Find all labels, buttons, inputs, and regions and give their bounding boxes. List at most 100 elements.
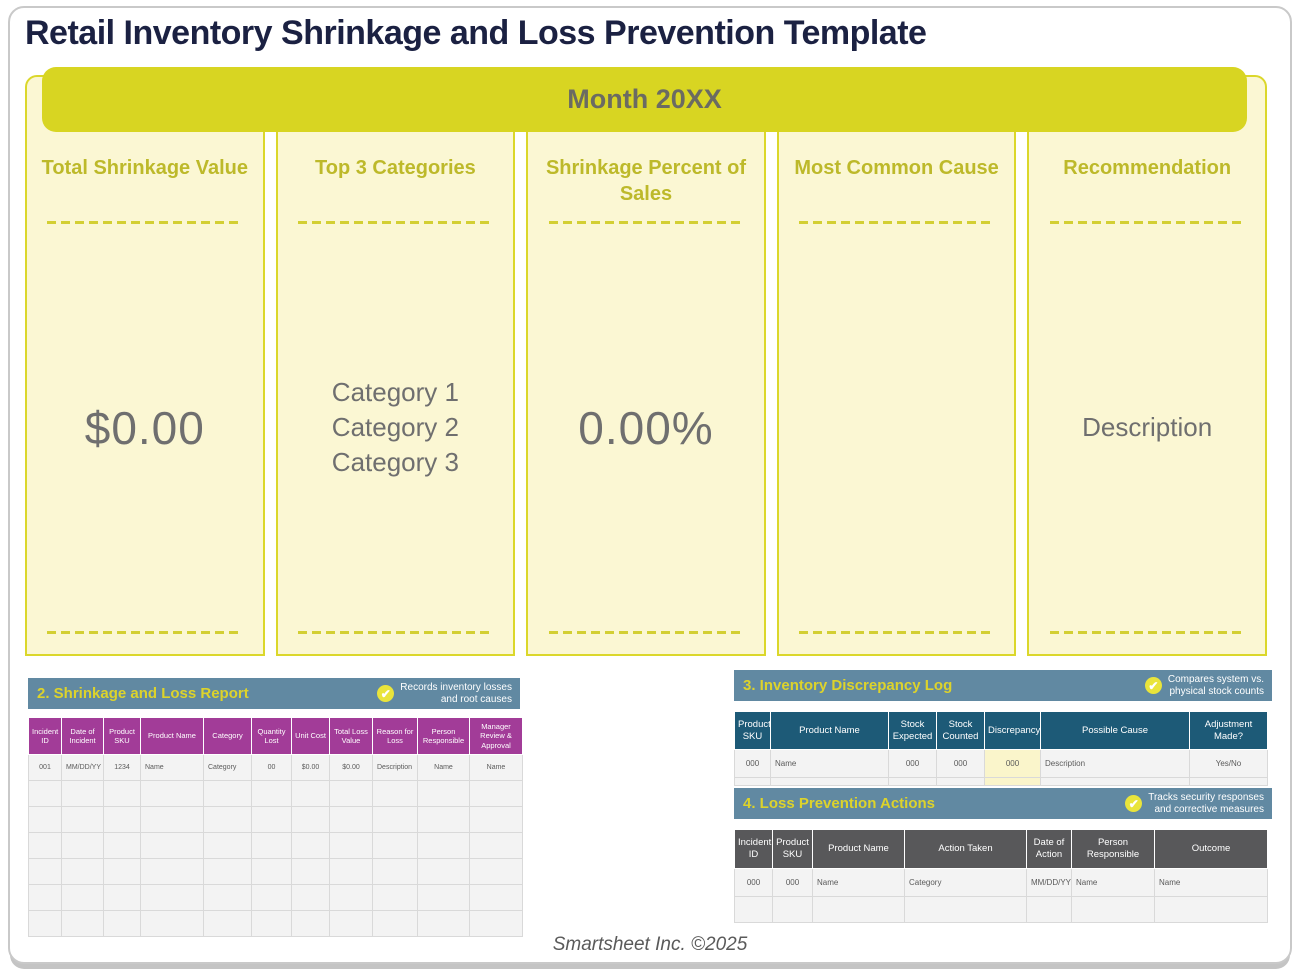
empty-cell[interactable] [984,777,1041,786]
empty-cell[interactable] [61,858,104,885]
cell[interactable]: 001 [28,754,62,781]
empty-cell[interactable] [734,777,771,786]
empty-cell[interactable] [329,806,373,833]
empty-cell[interactable] [291,806,330,833]
empty-cell[interactable] [372,858,418,885]
cell[interactable]: 000 [936,749,985,778]
empty-cell[interactable] [203,910,252,937]
empty-cell[interactable] [734,896,773,923]
empty-cell[interactable] [469,910,523,937]
card-value-area[interactable]: $0.00 [39,224,251,631]
empty-cell[interactable] [203,780,252,807]
cell[interactable]: Name [469,754,523,781]
empty-cell[interactable] [417,832,470,859]
cell[interactable]: Category [203,754,252,781]
empty-cell[interactable] [28,858,62,885]
empty-cell[interactable] [772,896,813,923]
cell[interactable]: MM/DD/YY [61,754,104,781]
empty-cell[interactable] [329,858,373,885]
empty-cell[interactable] [28,910,62,937]
empty-cell[interactable] [417,780,470,807]
empty-cell[interactable] [251,780,292,807]
cell[interactable]: 000 [772,868,813,897]
empty-cell[interactable] [469,780,523,807]
empty-cell[interactable] [251,832,292,859]
empty-cell[interactable] [103,884,141,911]
empty-cell[interactable] [28,884,62,911]
empty-cell[interactable] [61,884,104,911]
empty-cell[interactable] [417,910,470,937]
empty-cell[interactable] [28,832,62,859]
empty-cell[interactable] [291,884,330,911]
empty-cell[interactable] [372,806,418,833]
empty-cell[interactable] [329,910,373,937]
empty-cell[interactable] [203,806,252,833]
card-value-area[interactable]: 0.00% [540,224,752,631]
card-value-area[interactable] [791,224,1003,631]
empty-cell[interactable] [469,884,523,911]
cell[interactable]: Name [770,749,889,778]
empty-cell[interactable] [1026,896,1072,923]
empty-cell[interactable] [372,884,418,911]
empty-cell[interactable] [61,910,104,937]
empty-cell[interactable] [28,806,62,833]
empty-cell[interactable] [140,858,204,885]
empty-cell[interactable] [140,832,204,859]
empty-cell[interactable] [203,832,252,859]
empty-cell[interactable] [103,832,141,859]
empty-cell[interactable] [1189,777,1268,786]
empty-cell[interactable] [203,858,252,885]
empty-cell[interactable] [251,884,292,911]
empty-cell[interactable] [203,884,252,911]
cell[interactable]: Yes/No [1189,749,1268,778]
card-value-area[interactable]: Description [1041,224,1253,631]
empty-cell[interactable] [61,806,104,833]
card-value[interactable]: Category 1 Category 2 Category 3 [331,376,459,478]
empty-cell[interactable] [417,806,470,833]
empty-cell[interactable] [329,780,373,807]
cell[interactable]: 000 [888,749,937,778]
cell[interactable]: $0.00 [329,754,373,781]
empty-cell[interactable] [251,806,292,833]
empty-cell[interactable] [469,858,523,885]
cell[interactable]: Name [417,754,470,781]
empty-cell[interactable] [770,777,889,786]
cell[interactable]: Name [1154,868,1268,897]
cell[interactable]: Description [372,754,418,781]
empty-cell[interactable] [291,832,330,859]
empty-cell[interactable] [469,832,523,859]
empty-cell[interactable] [140,780,204,807]
empty-cell[interactable] [103,780,141,807]
empty-cell[interactable] [417,858,470,885]
cell[interactable]: 00 [251,754,292,781]
empty-cell[interactable] [291,910,330,937]
empty-cell[interactable] [140,910,204,937]
card-value-area[interactable]: Category 1 Category 2 Category 3 [290,224,502,631]
empty-cell[interactable] [61,832,104,859]
empty-cell[interactable] [291,780,330,807]
empty-cell[interactable] [251,858,292,885]
empty-cell[interactable] [1040,777,1190,786]
cell[interactable]: Description [1040,749,1190,778]
cell[interactable]: Name [812,868,905,897]
cell[interactable]: Name [1071,868,1155,897]
empty-cell[interactable] [329,832,373,859]
cell[interactable]: Category [904,868,1027,897]
empty-cell[interactable] [372,780,418,807]
empty-cell[interactable] [103,910,141,937]
card-value[interactable]: Description [1082,411,1213,442]
empty-cell[interactable] [291,858,330,885]
empty-cell[interactable] [140,806,204,833]
empty-cell[interactable] [140,884,204,911]
card-value[interactable]: $0.00 [84,401,205,454]
empty-cell[interactable] [888,777,937,786]
empty-cell[interactable] [469,806,523,833]
empty-cell[interactable] [251,910,292,937]
empty-cell[interactable] [936,777,985,786]
empty-cell[interactable] [103,858,141,885]
empty-cell[interactable] [103,806,141,833]
cell[interactable]: $0.00 [291,754,330,781]
empty-cell[interactable] [812,896,905,923]
cell[interactable]: 000 [984,749,1041,778]
empty-cell[interactable] [61,780,104,807]
